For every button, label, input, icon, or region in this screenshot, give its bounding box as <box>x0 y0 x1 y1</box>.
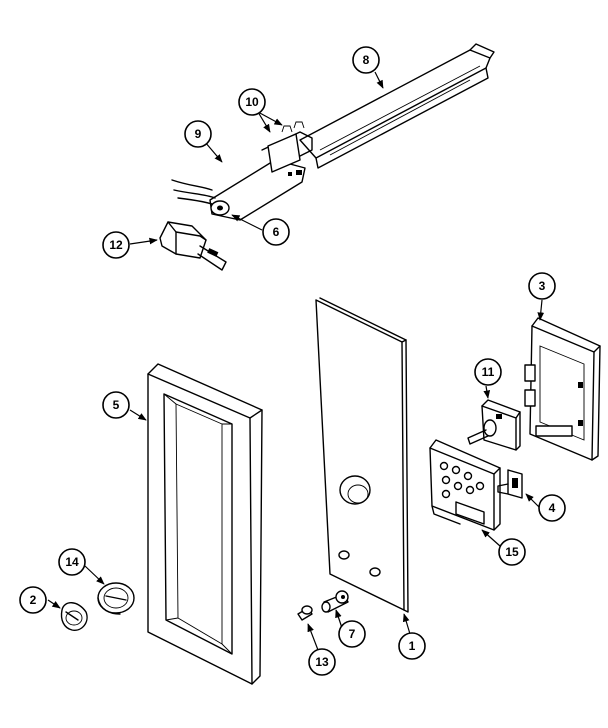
part-11-rotary-control <box>467 399 521 451</box>
part-13-bushing <box>297 605 313 621</box>
callout-14-label: 14 <box>65 555 79 569</box>
callout-2: 2 <box>19 586 47 614</box>
callout-2-label: 2 <box>30 593 37 607</box>
callout-12: 12 <box>102 231 130 259</box>
callout-15: 15 <box>498 538 526 566</box>
callout-15-label: 15 <box>505 545 519 559</box>
callout-6: 6 <box>262 218 290 246</box>
callout-10-label: 10 <box>245 95 259 109</box>
callout-4: 4 <box>538 494 566 522</box>
part-14-knob-insert <box>97 582 135 615</box>
callout-6-label: 6 <box>273 225 280 239</box>
callout-11: 11 <box>474 358 502 386</box>
callout-3-label: 3 <box>539 279 546 293</box>
callout-1: 1 <box>398 632 426 660</box>
callout-7-label: 7 <box>349 627 356 641</box>
part-12-switch <box>159 221 227 271</box>
callout-5: 5 <box>102 391 130 419</box>
callout-9-label: 9 <box>195 127 202 141</box>
leader-lines <box>47 71 545 651</box>
part-15-switch-holder <box>429 439 501 531</box>
part-8-mounting-bar <box>299 43 495 169</box>
callout-11-label: 11 <box>482 365 495 379</box>
part-3-bracket-plate <box>524 317 601 461</box>
callout-1-label: 1 <box>409 639 416 653</box>
part-2-knob <box>60 602 88 631</box>
part-6-roller <box>210 200 230 216</box>
callout-8-label: 8 <box>363 53 370 67</box>
callout-13-label: 13 <box>315 655 329 669</box>
callout-9: 9 <box>184 120 212 148</box>
callout-4-label: 4 <box>549 501 556 515</box>
part-7-screw <box>321 590 349 613</box>
callout-10: 10 <box>238 88 266 116</box>
part-4-toggle-switch <box>497 469 523 499</box>
callout-8: 8 <box>352 46 380 74</box>
callout-12-label: 12 <box>109 238 123 252</box>
callout-5-label: 5 <box>113 398 120 412</box>
part-5-bezel-frame <box>147 363 263 685</box>
callout-3: 3 <box>528 272 556 300</box>
callout-14: 14 <box>58 548 86 576</box>
callout-13: 13 <box>308 648 336 676</box>
part-1-front-panel <box>315 297 409 613</box>
callout-7: 7 <box>338 620 366 648</box>
